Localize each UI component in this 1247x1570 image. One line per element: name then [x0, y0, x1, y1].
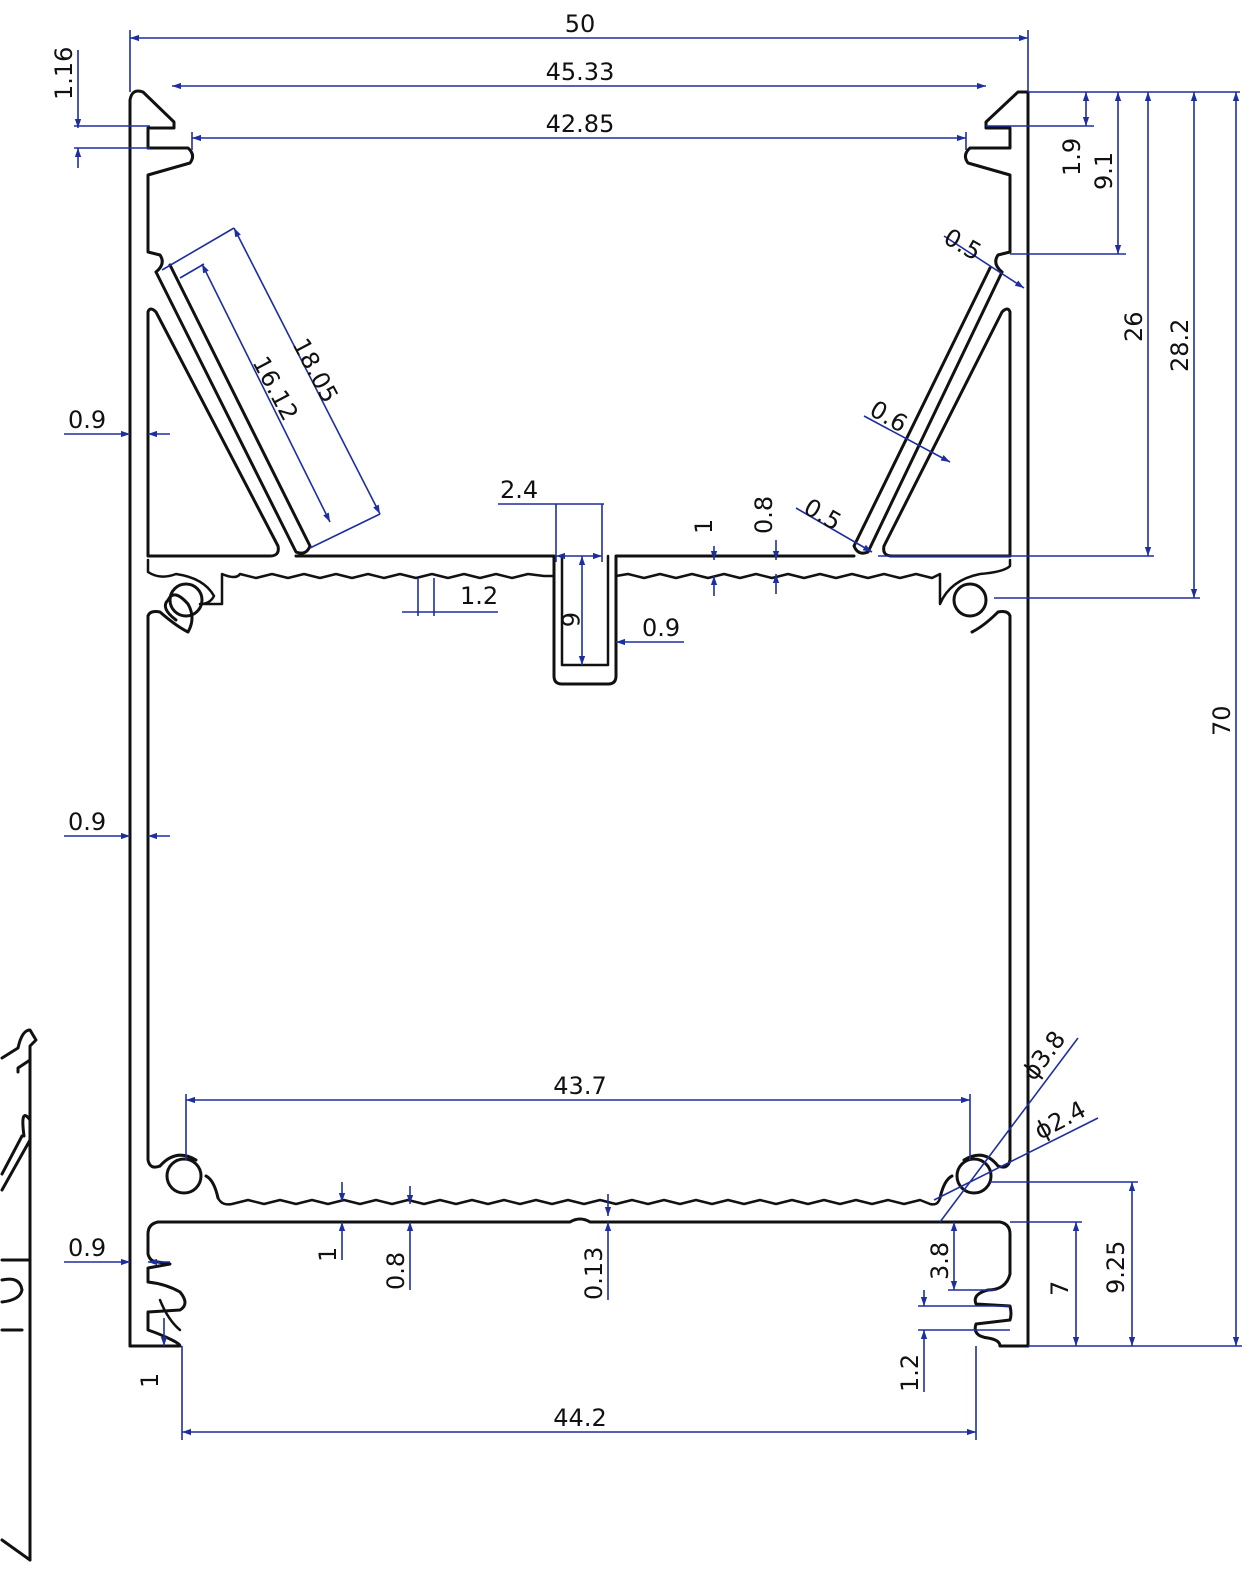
- label-depth-282: 28.2: [1166, 319, 1194, 372]
- label-rib-pitch: 1.2: [460, 582, 498, 610]
- label-lip-thickness: 1.16: [50, 47, 78, 100]
- side-view-partial: [0, 1028, 38, 1562]
- label-base-height: 7: [1046, 1281, 1074, 1296]
- dimension-labels: 50 45.33 42.85 1.16 1.9 9.1 0.5 18.05 16…: [50, 10, 1236, 1432]
- label-base-total: 0.8: [382, 1252, 410, 1290]
- label-groove-radius-bottom: 0.5: [799, 493, 846, 536]
- label-wall-middle: 0.9: [68, 808, 106, 836]
- label-center-slot-width: 2.4: [500, 476, 538, 504]
- extrusion-profile: [128, 89, 1030, 1348]
- label-groove-radius-top: 0.5: [939, 223, 986, 266]
- label-reflector-thickness: 0.6: [865, 395, 912, 438]
- label-shelf-total: 0.8: [750, 496, 778, 534]
- label-base-recess: 0.13: [580, 1247, 608, 1300]
- label-center-slot-depth: 6: [556, 612, 584, 627]
- label-wall-top: 0.9: [68, 406, 106, 434]
- label-base-lower-gap: 3.8: [926, 1242, 954, 1280]
- label-lip-height: 1.9: [1058, 138, 1086, 176]
- label-upper-depth: 9.1: [1090, 152, 1118, 190]
- label-wall-bottom: 0.9: [68, 1234, 106, 1262]
- label-base-width: 44.2: [553, 1404, 606, 1432]
- dimension-lines: [64, 30, 1242, 1440]
- label-overall-height: 70: [1208, 705, 1236, 736]
- label-lower-chamber-width: 43.7: [553, 1072, 606, 1100]
- label-inner-width: 42.85: [546, 110, 615, 138]
- label-overall-width: 50: [565, 10, 596, 38]
- label-base-thickness: 1: [314, 1247, 342, 1262]
- label-depth-26: 26: [1120, 311, 1148, 342]
- label-foot-width: 1: [136, 1373, 164, 1388]
- label-base-to-screw: 9.25: [1102, 1241, 1130, 1294]
- label-top-opening: 45.33: [546, 58, 615, 86]
- label-foot-gap: 1.2: [896, 1354, 924, 1392]
- label-center-slot-wall: 0.9: [642, 614, 680, 642]
- label-shelf-thickness: 1: [690, 519, 718, 534]
- label-reflector-inner: 16.12: [247, 352, 304, 426]
- label-screw-outer: ϕ3.8: [1016, 1026, 1071, 1086]
